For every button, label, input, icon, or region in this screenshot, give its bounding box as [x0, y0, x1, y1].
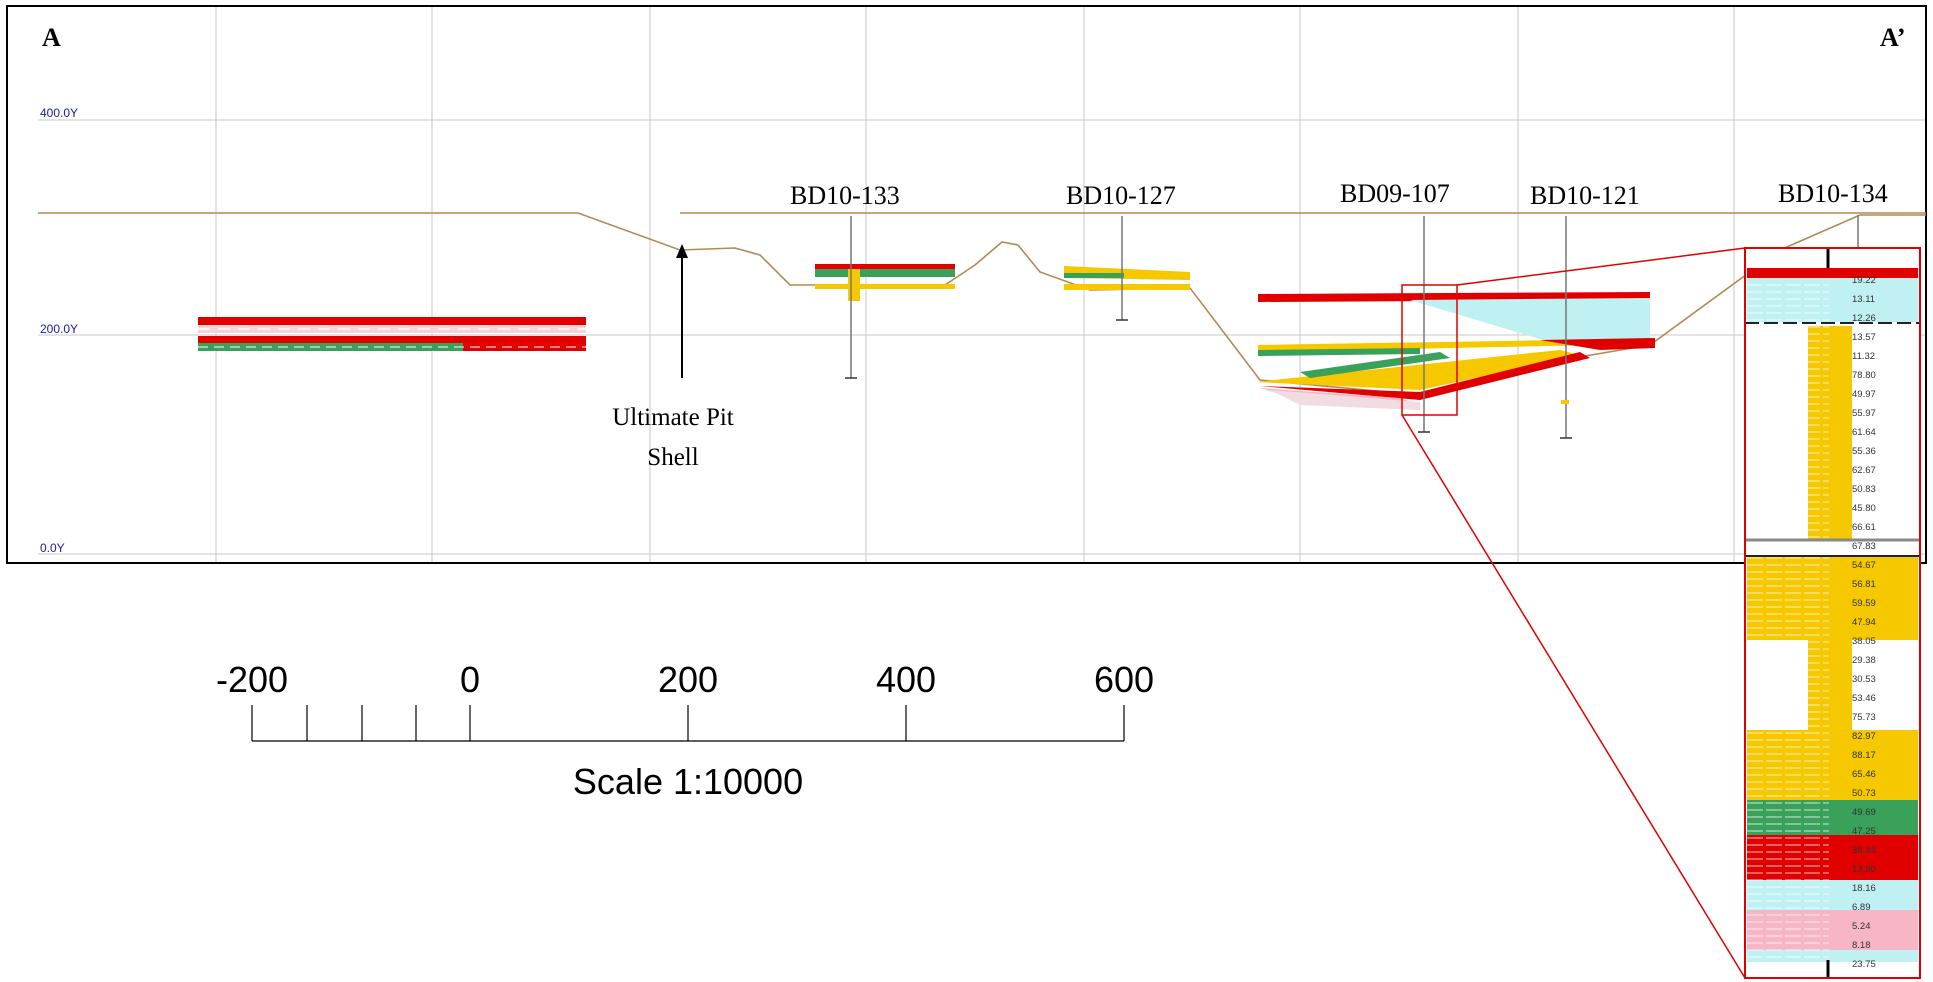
inset-assay-value: 55.97 — [1852, 408, 1876, 419]
inset-assay-value: 49.69 — [1852, 807, 1876, 818]
inset-assay-value: 30.53 — [1852, 674, 1876, 685]
inset-band — [1747, 268, 1918, 278]
drillhole-label-bd10-134: BD10-134 — [1778, 179, 1888, 208]
inset-band — [1747, 880, 1918, 910]
elevation-label-0: 0.0Y — [40, 541, 65, 555]
inset-assay-value: 50.73 — [1852, 788, 1876, 799]
inset-assay-value: 88.17 — [1852, 750, 1876, 761]
section-grid — [38, 6, 1926, 563]
inset-assay-value: 82.97 — [1852, 731, 1876, 742]
inset-assay-value: 75.73 — [1852, 712, 1876, 723]
inset-assay-value: 59.59 — [1852, 598, 1876, 609]
pit-shell-arrow-head — [676, 244, 688, 258]
scale-tick-label-minus200: -200 — [216, 659, 288, 700]
inset-assay-value: 8.18 — [1852, 940, 1871, 951]
callout-line-top — [1456, 247, 1746, 286]
drillhole-label-bd10-121: BD10-121 — [1530, 181, 1640, 210]
block-central — [1255, 216, 1655, 439]
inset-assay-value: 38.05 — [1852, 636, 1876, 647]
inset-assay-value: 78.80 — [1852, 370, 1876, 381]
elevation-label-400: 400.0Y — [40, 106, 78, 120]
callout-line-bottom — [1401, 414, 1746, 979]
scale-tick-label-0: 0 — [460, 659, 480, 700]
scale-tick-label-600: 600 — [1094, 659, 1154, 700]
inset-assay-value: 67.83 — [1852, 541, 1876, 552]
inset-assay-value: 50.83 — [1852, 484, 1876, 495]
inset-band — [1747, 730, 1918, 800]
inset-assay-value: 11.32 — [1852, 351, 1875, 362]
inset-assay-value: 38.44 — [1852, 845, 1876, 856]
inset-assay-value: 12.26 — [1852, 313, 1876, 324]
inset-assay-value: 45.80 — [1852, 503, 1876, 514]
inset-assay-value: 18.16 — [1852, 883, 1876, 894]
inset-assay-value: 66.61 — [1852, 522, 1876, 533]
drillhole-label-bd10-127: BD10-127 — [1066, 181, 1176, 210]
inset-band — [1747, 950, 1918, 962]
inset-assay-value: 13.57 — [1852, 332, 1876, 343]
drillhole-label-bd10-133: BD10-133 — [790, 181, 900, 210]
elevation-label-200: 200.0Y — [40, 322, 78, 336]
inset-assay-value: 55.36 — [1852, 446, 1876, 457]
inset-assay-value: 53.46 — [1852, 693, 1876, 704]
inset-assay-value: 54.67 — [1852, 560, 1876, 571]
scale-tick-label-400: 400 — [876, 659, 936, 700]
inset-assay-value: 29.38 — [1852, 655, 1876, 666]
inset-assay-value: 65.46 — [1852, 769, 1876, 780]
inset-assay-value: 6.89 — [1852, 902, 1871, 913]
pit-shell-label-line1: Ultimate Pit — [612, 404, 734, 431]
drillhole-label-bd09-107: BD09-107 — [1340, 179, 1450, 208]
section-frame — [6, 5, 1927, 564]
scale-tick-label-200: 200 — [658, 659, 718, 700]
inset-assay-value: 49.97 — [1852, 389, 1876, 400]
section-start-label: A — [42, 23, 61, 52]
inset-band — [1747, 910, 1918, 950]
inset-band — [1808, 326, 1852, 540]
callout-box-small — [1401, 284, 1458, 416]
inset-assay-value: 5.24 — [1852, 921, 1871, 932]
inset-assay-value: 56.81 — [1852, 579, 1876, 590]
inset-panel: 19.22 13.11 12.26 13.57 11.32 78.80 49.97 55.97… — [1744, 247, 1921, 979]
inset-band — [1808, 640, 1852, 730]
scale-bar — [251, 705, 1125, 742]
block-bd10-127 — [1064, 216, 1190, 321]
block-left — [198, 317, 586, 351]
inset-assay-value: 47.94 — [1852, 617, 1876, 628]
inset-assay-value: 13.90 — [1852, 864, 1876, 875]
pit-shell-label-line2: Shell — [647, 444, 698, 471]
inset-assay-value: 47.25 — [1852, 826, 1876, 837]
scale-caption: Scale 1:10000 — [573, 761, 803, 802]
inset-assay-value: 62.67 — [1852, 465, 1876, 476]
inset-assay-value: 13.11 — [1852, 294, 1875, 305]
inset-assay-value: 23.75 — [1852, 959, 1876, 970]
block-bd10-133 — [815, 216, 955, 379]
section-end-label: A’ — [1880, 23, 1906, 52]
inset-assay-value: 61.64 — [1852, 427, 1876, 438]
inset-assay-value: 19.22 — [1852, 275, 1876, 286]
inset-band — [1747, 556, 1918, 640]
